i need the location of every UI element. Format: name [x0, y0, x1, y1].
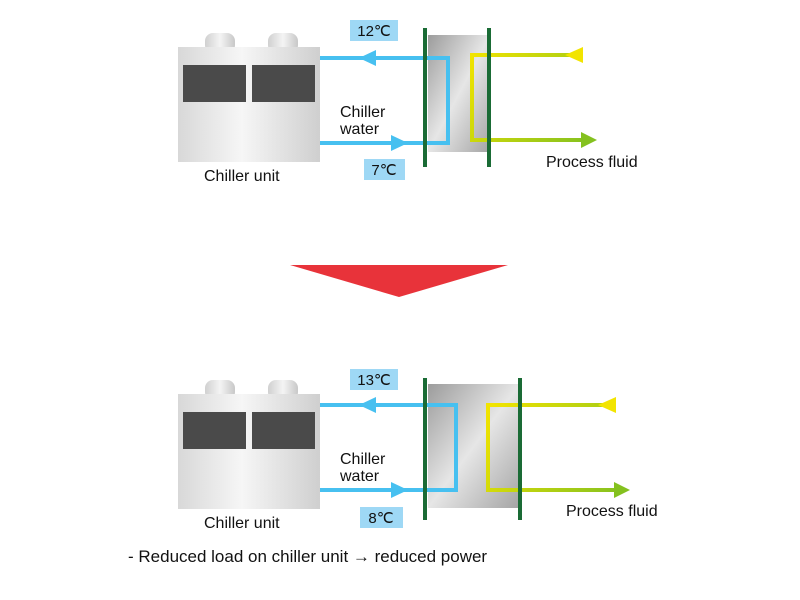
- footnote: - Reduced load on chiller unit → reduced…: [128, 547, 488, 566]
- process-fluid-pipe: [470, 47, 597, 148]
- supply-temp-text: 7℃: [371, 162, 396, 179]
- bottom-diagram: 13℃ 8℃ Chiller water Chiller unit Proces…: [178, 369, 658, 532]
- return-temp-text: 13℃: [357, 372, 391, 389]
- chiller-unit-icon: [178, 33, 320, 162]
- supply-temp-badge: 8℃: [360, 507, 403, 528]
- heat-exchanger: [428, 35, 490, 152]
- down-arrow-icon: [290, 265, 508, 297]
- chiller-water-pipe: [320, 50, 450, 151]
- supply-temp-text: 8℃: [368, 510, 393, 527]
- chiller-unit-icon: [178, 380, 320, 509]
- chiller-water-label-line2: water: [339, 121, 380, 138]
- process-fluid-label: Process fluid: [546, 154, 638, 171]
- process-fluid-label: Process fluid: [566, 503, 658, 520]
- supply-temp-badge: 7℃: [364, 159, 405, 180]
- chiller-water-label-line1: Chiller: [340, 104, 386, 121]
- chiller-unit-label: Chiller unit: [204, 168, 280, 185]
- return-temp-badge: 12℃: [350, 20, 398, 41]
- process-fluid-pipe: [486, 397, 630, 498]
- chiller-water-label-line2: water: [339, 468, 380, 485]
- top-diagram: 12℃ 7℃ Chiller water Chiller unit Proces…: [178, 20, 638, 185]
- chiller-unit-label: Chiller unit: [204, 515, 280, 532]
- return-temp-text: 12℃: [357, 23, 391, 40]
- chiller-water-label-line1: Chiller: [340, 451, 386, 468]
- return-temp-badge: 13℃: [350, 369, 398, 390]
- chiller-water-pipe: [320, 397, 458, 498]
